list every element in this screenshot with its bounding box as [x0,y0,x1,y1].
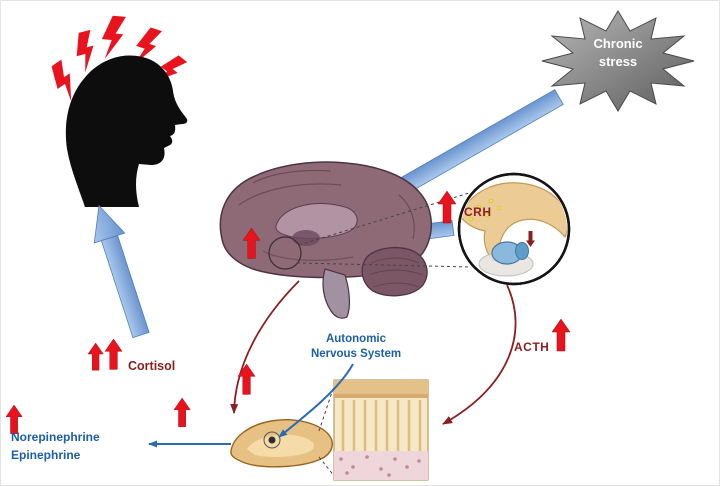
label-crh: CRH [464,205,492,219]
label-autonomic-nervous-system: Autonomic Nervous System [291,332,421,362]
inset-connector-lines [296,192,472,268]
adrenal-gland-illustration [230,419,333,468]
label-chronic-stress: Chronic stress [571,35,665,71]
label-chronic-stress-line1: Chronic [593,36,643,51]
stressed-head-silhouette-icon [65,55,188,207]
hypothalamus-region-circle [268,236,302,270]
adrenal-medulla-dot [268,436,276,444]
label-autonomic-line2: Nervous System [310,348,402,360]
brain-to-adrenal-pathway-arrow [230,280,300,414]
hypothalamus-shape [461,182,567,262]
secretion-dots [468,198,502,222]
label-autonomic-line1: Autonomic [325,333,387,345]
cortisol-to-brain-arrow [93,204,150,339]
cortex-columns [341,400,422,451]
chronic-stress-starburst [541,10,695,112]
label-cortisol: Cortisol [128,359,176,373]
adrenal-cortex-inset [333,379,429,481]
label-chronic-stress-line2: stress [598,54,638,69]
acth-pathway-arrow [442,284,517,425]
label-acth: ACTH [514,340,550,354]
adrenal-increase-arrow [237,363,256,395]
label-norepinephrine: Norepinephrine [11,430,100,444]
cortisol-increase-arrow-2 [104,338,123,370]
catecholamine-increase-arrow-1 [173,397,191,428]
label-epinephrine: Epinephrine [11,448,81,462]
crh-increase-arrow [437,190,457,224]
cortisol-increase-arrow-1 [87,342,104,371]
cortex-cell-dots [339,455,421,477]
hypothalamus-pituitary-inset [457,172,571,286]
acth-increase-arrow [551,318,571,352]
brain-illustration [219,161,433,319]
ans-to-adrenal-connector [278,363,354,438]
